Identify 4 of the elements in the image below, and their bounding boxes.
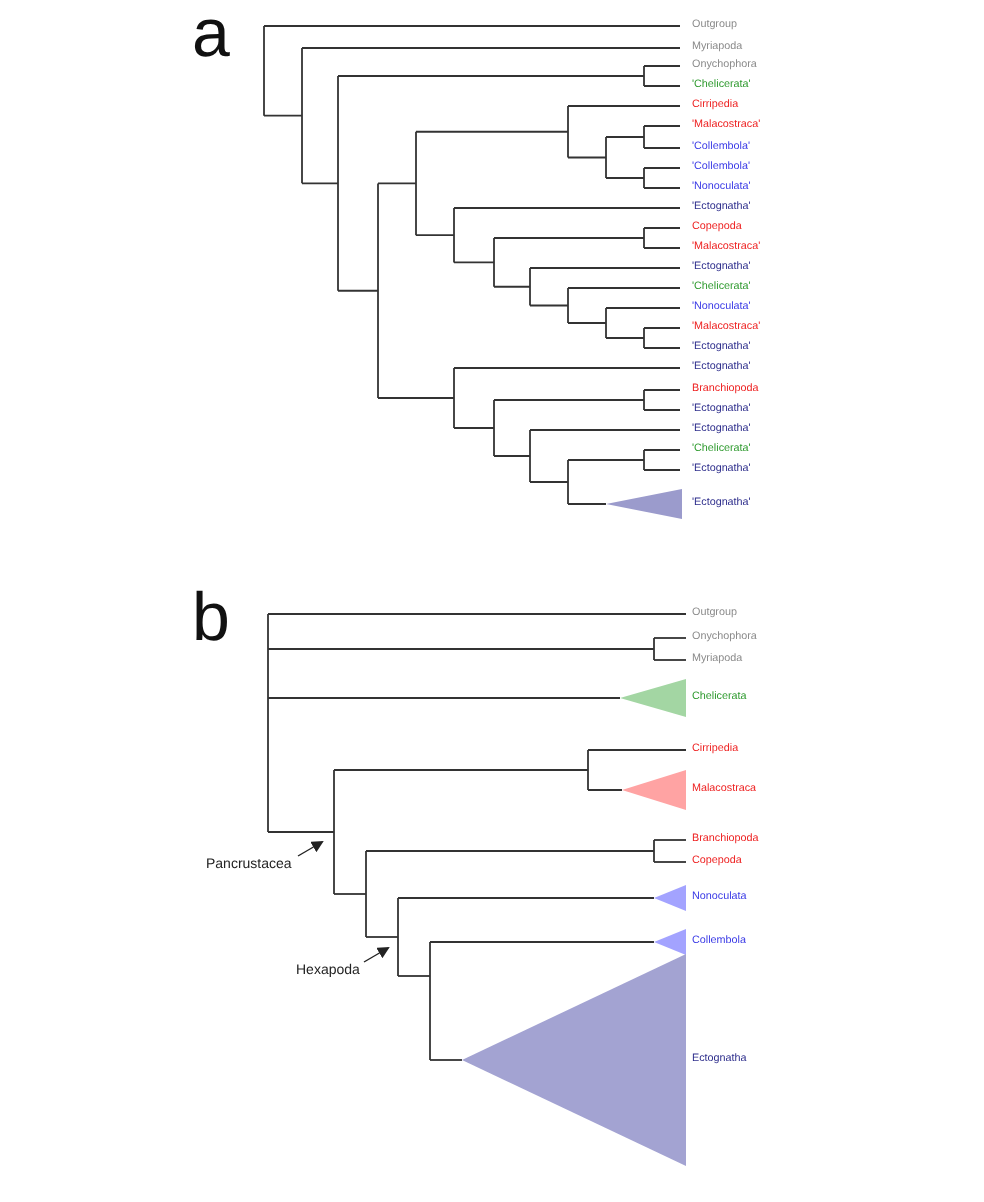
panel-letter: a <box>192 0 230 68</box>
leader-arrow <box>297 841 324 857</box>
panel-letter: b <box>192 584 230 652</box>
leader-arrow <box>363 947 390 963</box>
